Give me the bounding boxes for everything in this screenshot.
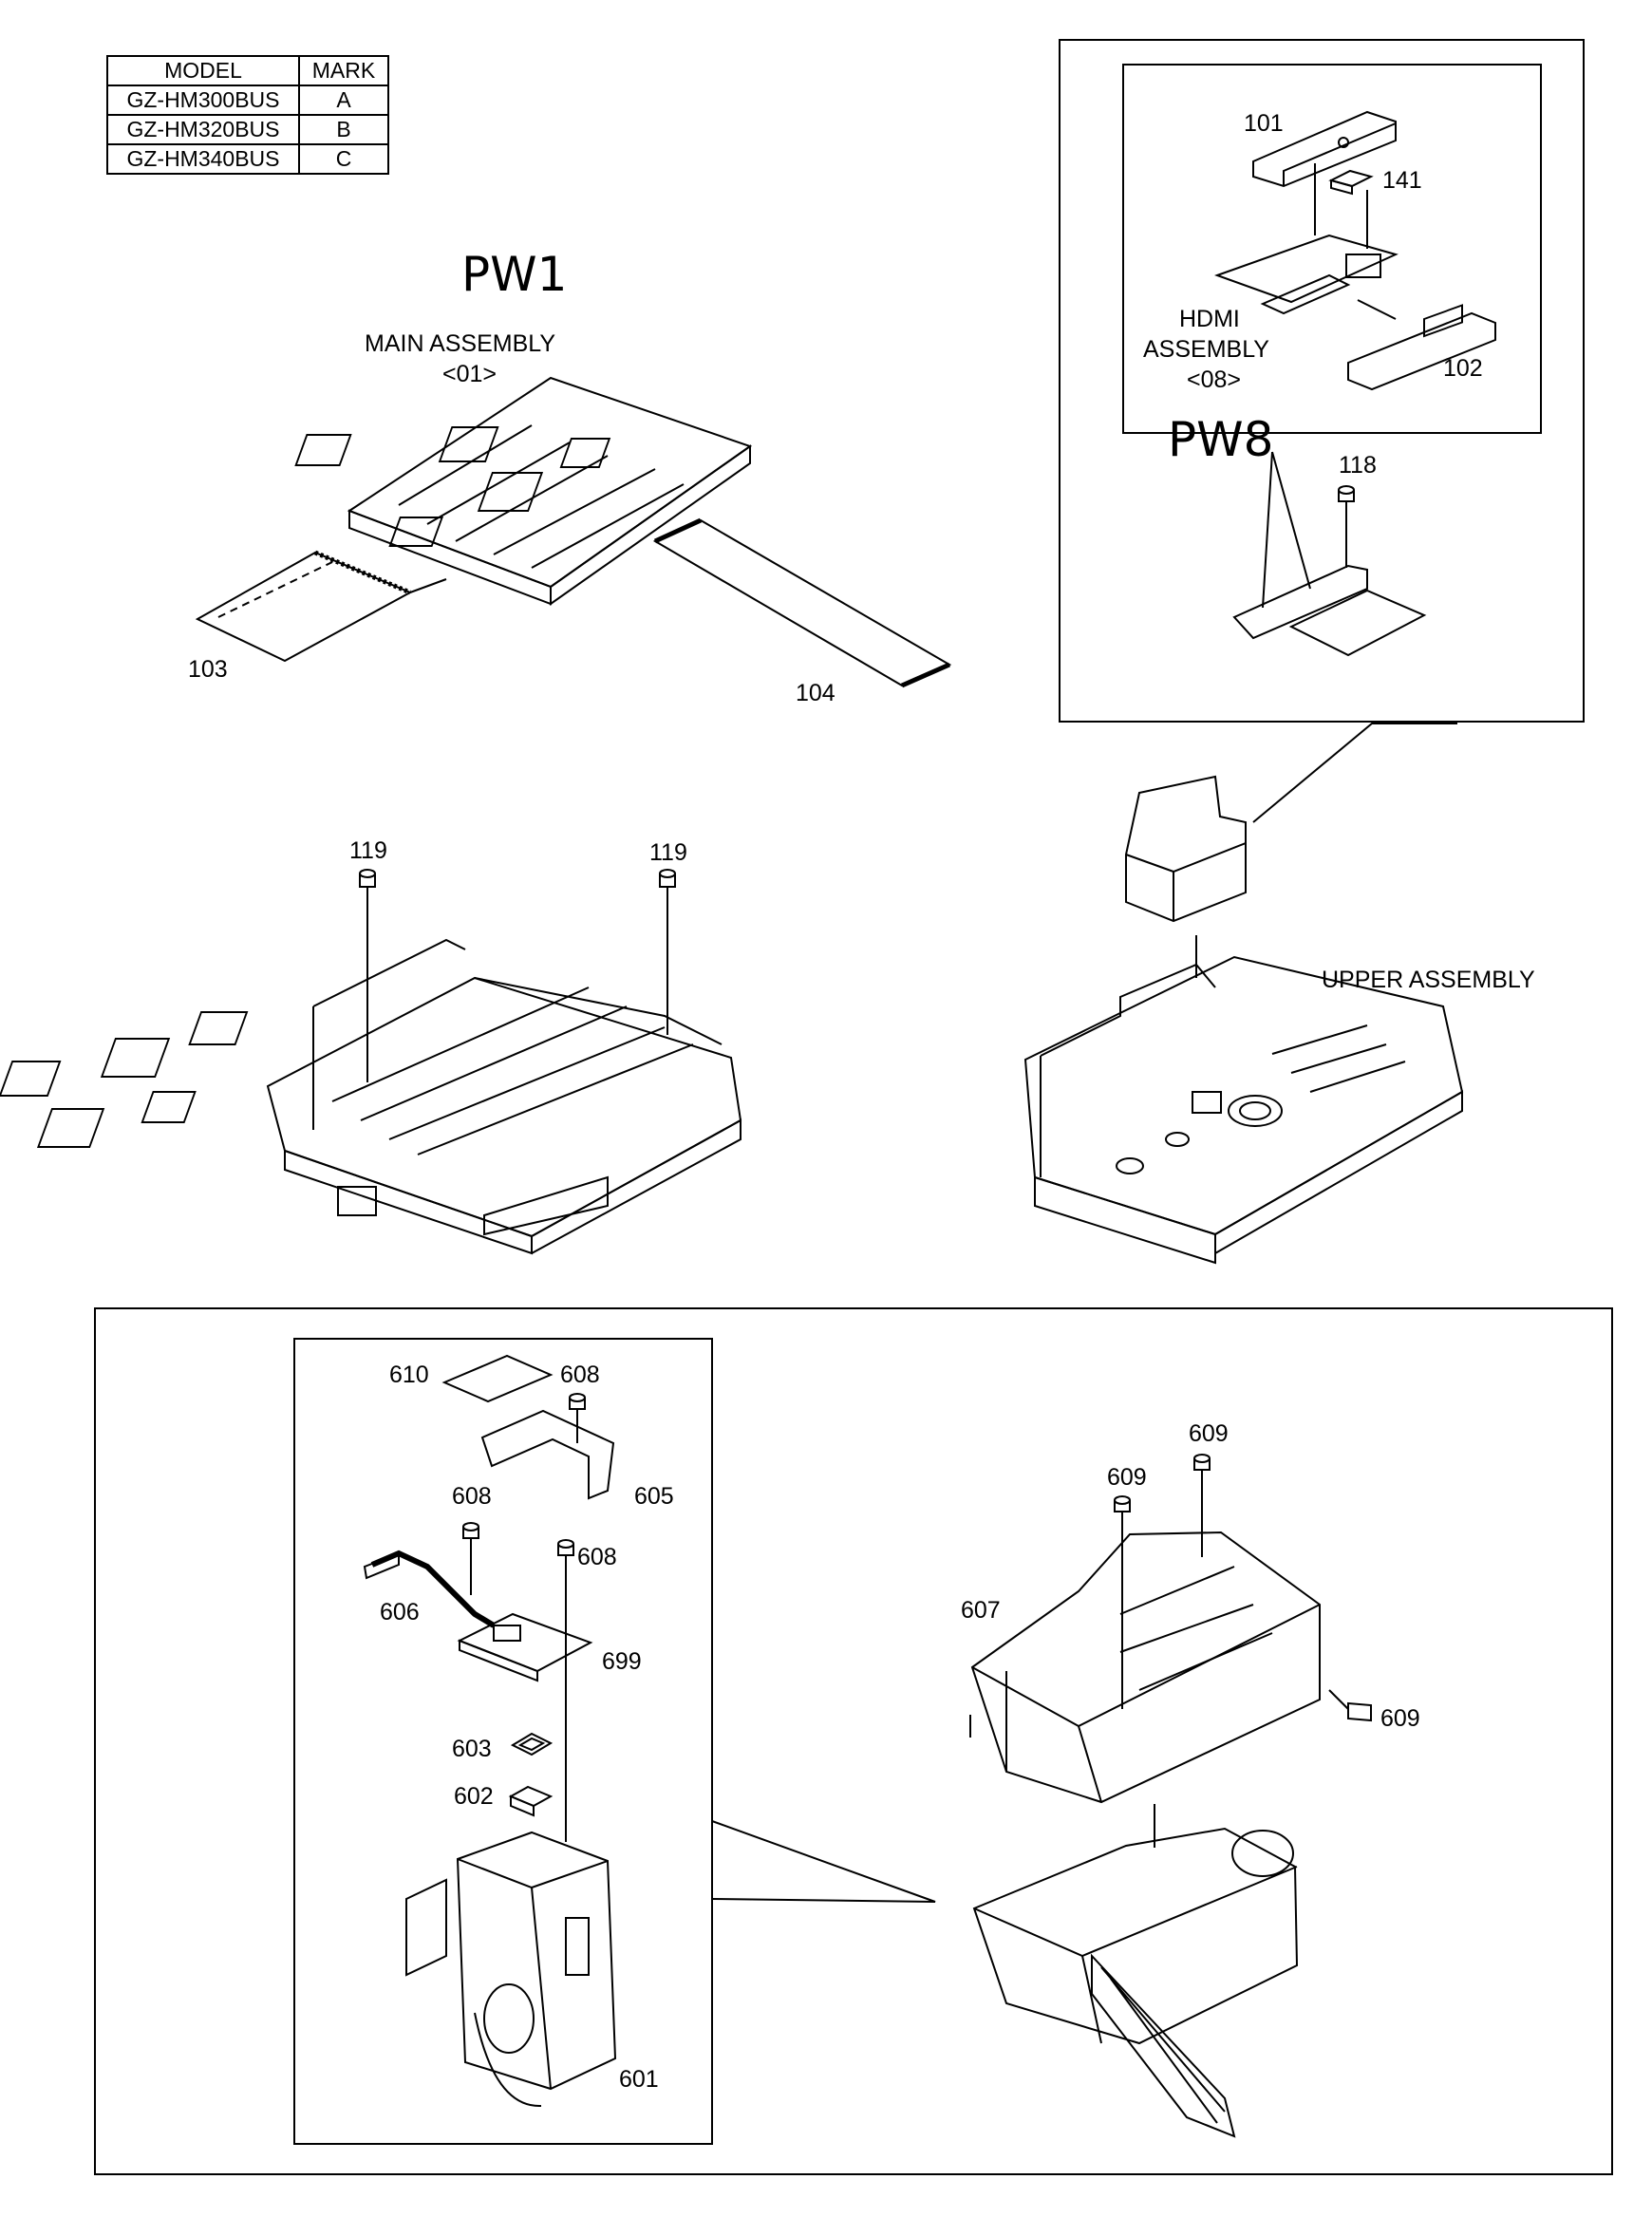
hdmi-part-141 (1328, 169, 1374, 196)
table-row: GZ-HM300BUS A (106, 85, 389, 116)
handwritten-pw1: PW1 (461, 247, 567, 302)
bracket-605 (480, 1409, 615, 1500)
mark-header: MARK (298, 55, 389, 86)
model-cell: GZ-HM340BUS (106, 143, 300, 175)
part-label-141: 141 (1382, 167, 1422, 194)
mark-cell: B (298, 114, 389, 145)
table-row: GZ-HM320BUS B (106, 114, 389, 145)
part-label-608-left: 608 (452, 1483, 492, 1510)
filter-602 (508, 1785, 554, 1817)
part-label-602: 602 (454, 1783, 494, 1810)
cable-606 (363, 1550, 496, 1628)
mark-cell: A (298, 85, 389, 116)
screw-609-mid (1114, 1495, 1131, 1709)
model-mark-table: MODEL MARK GZ-HM300BUS A GZ-HM320BUS B G… (106, 55, 389, 175)
hdmi-callout-frame (1059, 39, 1585, 723)
hdmi-module (1125, 775, 1247, 978)
hdmi-assembly-code: <08> (1187, 366, 1241, 393)
housing-607 (969, 1531, 1321, 1804)
flex-cable-104 (652, 517, 952, 688)
handwritten-pw8: PW8 (1168, 412, 1273, 467)
model-table-header: MODEL MARK (106, 55, 389, 86)
part-label-609-right: 609 (1380, 1705, 1420, 1732)
upper-assembly-chassis (1023, 955, 1464, 1265)
model-header: MODEL (106, 55, 300, 86)
gasket-603 (510, 1732, 554, 1757)
hdmi-inner-frame (1122, 64, 1542, 434)
camera-block-frame (94, 1307, 1613, 2175)
part-label-608-right: 608 (577, 1544, 617, 1570)
part-label-609-mid: 609 (1107, 1464, 1147, 1491)
hdmi-assembly-line2: ASSEMBLY (1143, 336, 1269, 363)
part-label-699: 699 (602, 1648, 642, 1675)
part-label-118: 118 (1339, 452, 1377, 479)
heat-sheet-610 (441, 1354, 554, 1403)
main-chassis-with-board (0, 938, 742, 1255)
part-label-603: 603 (452, 1736, 492, 1762)
screw-608-left (462, 1522, 479, 1595)
camera-block (972, 1804, 1299, 2138)
part-label-608-top: 608 (560, 1362, 600, 1388)
hdmi-part-101 (1252, 110, 1397, 188)
screw-608-right (557, 1539, 574, 1842)
hdmi-flex-board (1214, 163, 1399, 315)
hdmi-part-102 (1347, 299, 1496, 391)
hdmi-bracket (1232, 451, 1427, 657)
upper-assembly-title: UPPER ASSEMBLY (1322, 967, 1535, 993)
main-assembly-code: <01> (442, 361, 497, 387)
screw-609-top (1193, 1454, 1211, 1557)
screw-119-right (659, 869, 676, 1035)
part-label-607: 607 (961, 1597, 1001, 1624)
mark-cell: C (298, 143, 389, 175)
part-label-101: 101 (1244, 110, 1284, 137)
part-label-605: 605 (634, 1483, 674, 1510)
hdmi-assembly-line1: HDMI (1179, 306, 1240, 332)
model-cell: GZ-HM320BUS (106, 114, 300, 145)
part-label-104: 104 (796, 680, 835, 706)
model-cell: GZ-HM300BUS (106, 85, 300, 116)
main-assembly-title: MAIN ASSEMBLY (365, 330, 555, 357)
part-label-601: 601 (619, 2066, 659, 2093)
part-label-609-top: 609 (1189, 1420, 1229, 1447)
part-label-102: 102 (1443, 355, 1483, 382)
screw-118 (1338, 485, 1355, 513)
table-row: GZ-HM340BUS C (106, 143, 389, 175)
part-label-119-right: 119 (649, 839, 687, 866)
part-label-606: 606 (380, 1599, 420, 1625)
part-label-103: 103 (188, 656, 228, 683)
flex-cable-103 (195, 550, 447, 663)
board-699 (457, 1612, 593, 1682)
lens-block-601 (405, 1831, 617, 2108)
hdmi-callout-pointer (1252, 723, 1457, 823)
main-board (294, 376, 753, 606)
camera-inner-frame (293, 1338, 713, 2145)
screw-609-right (1328, 1689, 1372, 1722)
screw-119-left (359, 869, 376, 1082)
part-label-610: 610 (389, 1362, 429, 1388)
camera-callout-pointer (711, 1820, 936, 1903)
part-label-119-left: 119 (349, 837, 387, 864)
screw-608-top (569, 1393, 586, 1410)
